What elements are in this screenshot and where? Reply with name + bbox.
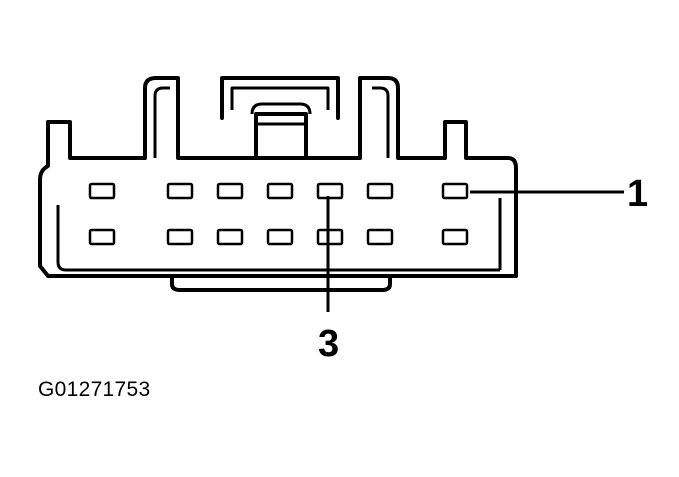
right-latch-detail	[372, 86, 390, 158]
connector-body	[38, 76, 518, 278]
bottom-row-terminal-2	[166, 228, 194, 246]
locking-tab-top	[250, 102, 312, 115]
locking-tab-housing	[220, 76, 340, 120]
top-row-terminal-6	[366, 182, 394, 200]
top-row-terminal-3	[216, 182, 244, 200]
connector-left-wall	[56, 205, 500, 272]
left-latch-detail	[153, 86, 170, 158]
bottom-row-terminal-3	[216, 228, 244, 246]
top-row-terminal-1	[88, 182, 116, 200]
top-row-terminal-4	[266, 182, 294, 200]
callout-1-label: 1	[627, 173, 648, 215]
bottom-row-terminal-1	[88, 228, 116, 246]
bottom-row-terminal-5	[316, 228, 344, 246]
locking-tab-housing-inner	[230, 86, 330, 110]
top-row-terminal-2	[166, 182, 194, 200]
bottom-row-terminal-7	[441, 228, 469, 246]
bottom-row-terminal-4	[266, 228, 294, 246]
terminal-group	[88, 182, 469, 246]
figure-id: G01271753	[38, 378, 151, 401]
locking-tab	[254, 112, 308, 160]
bottom-key-rib	[170, 274, 392, 292]
top-row-terminal-5	[316, 182, 344, 200]
callout-3-label: 3	[318, 323, 339, 365]
top-row-terminal-7	[441, 182, 469, 200]
bottom-row-terminal-6	[366, 228, 394, 246]
